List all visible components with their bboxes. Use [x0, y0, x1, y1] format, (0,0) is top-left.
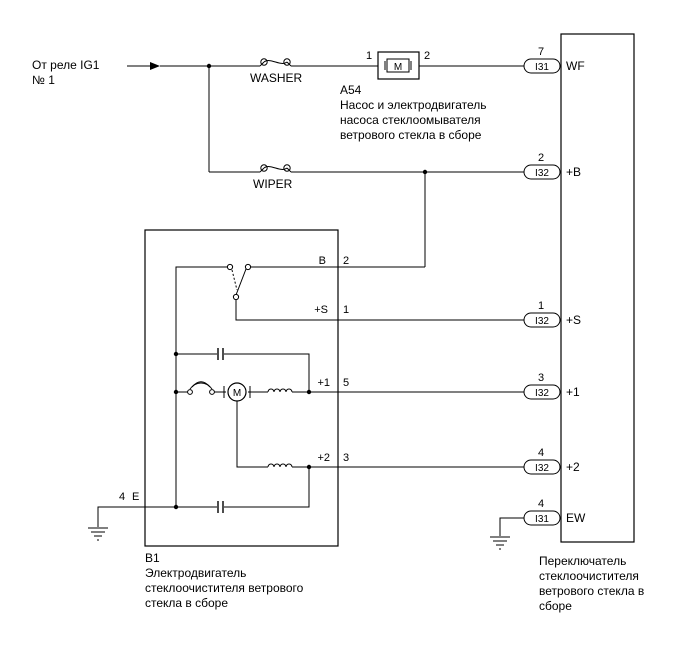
switch-desc-line2: стеклоочистителя	[539, 569, 639, 583]
terminal-b-name: B	[319, 255, 326, 267]
terminal-2-pin: 3	[343, 452, 349, 464]
switch-desc-line1: Переключатель	[539, 554, 626, 568]
ew-ground-wire	[499, 517, 524, 536]
connector-plus-1: I32	[523, 384, 561, 400]
inductor-icon	[267, 463, 293, 468]
pump-code: A54	[340, 83, 362, 97]
wiper-fuse-icon	[259, 164, 292, 173]
switch-pin-wf: 7	[538, 46, 544, 58]
connector-ew: I31	[523, 510, 561, 526]
cap-lower-out-wire	[224, 467, 310, 508]
switch-term-ew: EW	[566, 511, 586, 525]
connector-ew-id: I31	[535, 514, 549, 525]
inductor-icon	[267, 388, 293, 393]
connector-plus-2: I32	[523, 459, 561, 475]
terminal-s-name: +S	[314, 304, 328, 316]
switch-term-wf: WF	[566, 59, 585, 73]
terminal-s-pin: 1	[343, 304, 349, 316]
switch-term-plus-1: +1	[566, 385, 580, 399]
circuit-breaker-icon	[187, 381, 215, 395]
connector-plus-s-id: I32	[535, 316, 549, 327]
motor-code: B1	[145, 551, 160, 565]
switch-pin-ew: 4	[538, 498, 544, 510]
pump-motor-icon	[384, 58, 412, 73]
connector-plus-1-id: I32	[535, 388, 549, 399]
connector-plus-b: I32	[523, 164, 561, 180]
park-switch-icon	[226, 263, 252, 301]
pump-motor-symbol: M	[394, 62, 402, 73]
source-arrow-icon	[150, 62, 160, 70]
switch-pin-plus-2: 4	[538, 447, 544, 459]
motor-desc-line3: стекла в сборе	[145, 596, 228, 610]
source-label-line1: От реле IG1	[32, 58, 100, 72]
capacitor-icon	[217, 501, 224, 513]
switch-term-plus-2: +2	[566, 460, 580, 474]
switch-term-plus-s: +S	[566, 313, 581, 327]
cap-upper-out-wire	[224, 353, 310, 392]
source-label-line2: № 1	[32, 73, 55, 87]
switch-pin-plus-1: 3	[538, 372, 544, 384]
terminal-2-name: +2	[317, 452, 330, 464]
wiper-motor-symbol: M	[233, 388, 241, 399]
e-ground-wire	[97, 506, 176, 527]
switch-term-plus-b: +B	[566, 165, 581, 179]
switch-pin-plus-b: 2	[538, 152, 544, 164]
wiper-fuse-label: WIPER	[253, 177, 293, 191]
ground-icon	[88, 527, 108, 541]
internal-rail-wire	[175, 266, 227, 507]
connector-plus-2-id: I32	[535, 463, 549, 474]
terminal-e-pin: 4	[119, 491, 125, 503]
switch-pin-plus-s: 1	[538, 300, 544, 312]
connector-plus-s: I32	[523, 312, 561, 328]
connector-wf-id: I31	[535, 62, 549, 73]
pump-desc-line2: насоса стеклоомывателя	[340, 113, 481, 127]
wiper-switch-box	[560, 33, 635, 543]
brush-low-wire	[236, 401, 268, 468]
terminal-1-pin: 5	[343, 377, 349, 389]
pump-desc-line1: Насос и электродвигатель	[340, 98, 487, 112]
junction-dot	[306, 389, 312, 395]
connector-plus-b-id: I32	[535, 168, 549, 179]
washer-fuse-label: WASHER	[250, 71, 303, 85]
capacitor-icon	[217, 348, 224, 360]
s-internal-wire	[235, 300, 338, 321]
washer-fuse-icon	[259, 58, 292, 67]
pump-desc-line3: ветрового стекла в сборе	[340, 128, 482, 142]
motor-desc-line2: стеклоочистителя ветрового	[145, 581, 304, 595]
wiper-motor-box	[144, 229, 339, 547]
ground-icon	[490, 536, 510, 550]
pump-pin-left: 1	[366, 50, 372, 62]
pump-pin-right: 2	[424, 50, 430, 62]
switch-desc-line3: ветрового стекла в	[539, 584, 644, 598]
connector-wf: I31	[523, 58, 561, 74]
terminal-e-name: E	[132, 491, 139, 503]
switch-desc-line4: сборе	[539, 599, 572, 613]
motor-desc-line1: Электродвигатель	[145, 566, 246, 580]
terminal-b-pin: 2	[343, 255, 349, 267]
terminal-1-name: +1	[317, 377, 330, 389]
